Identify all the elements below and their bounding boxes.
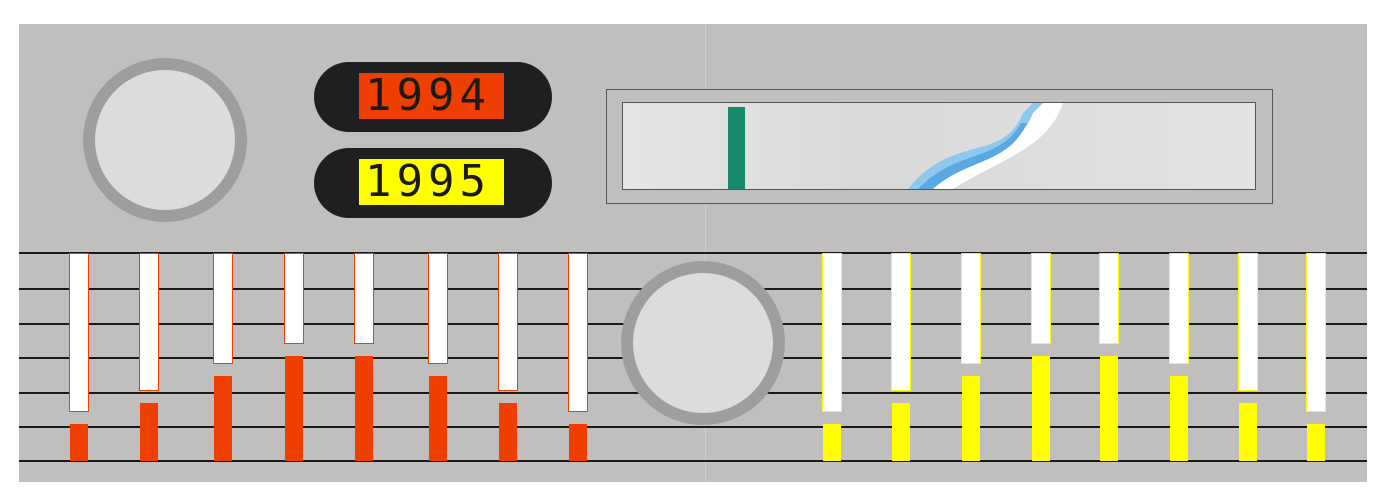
year-display-left: 1994 [314,62,552,132]
yellow-meter-track [961,253,981,364]
red-meter-level [355,356,373,461]
red-meter-track [69,253,89,412]
yellow-meter-2[interactable] [891,253,911,461]
yellow-meter-level [1307,424,1325,461]
red-meter-6[interactable] [428,253,448,461]
red-meter-level [429,376,447,461]
red-meter-track [568,253,588,412]
yellow-meter-track [822,253,842,412]
red-meter-level [285,356,303,461]
year-display-right: 1995 [314,148,552,218]
tuner-frame [606,89,1273,204]
yellow-meter-level [962,376,980,461]
red-meter-4[interactable] [284,253,304,461]
red-meter-track [284,253,304,344]
red-meter-track [354,253,374,344]
yellow-meter-3[interactable] [961,253,981,461]
yellow-screen: 1995 [359,156,504,207]
yellow-meter-5[interactable] [1099,253,1119,461]
red-meter-7[interactable] [498,253,518,461]
red-meter-2[interactable] [139,253,159,461]
red-meter-3[interactable] [213,253,233,461]
yellow-meter-track [1099,253,1119,344]
red-meter-track [498,253,518,391]
yellow-meter-4[interactable] [1031,253,1051,461]
yellow-meter-7[interactable] [1238,253,1258,461]
yellow-meter-8[interactable] [1306,253,1326,461]
yellow-meter-6[interactable] [1169,253,1189,461]
yellow-meter-1[interactable] [822,253,842,461]
yellow-meter-track [1238,253,1258,391]
yellow-meter-level [1170,376,1188,461]
tuner-swoosh [908,103,1063,189]
yellow-meter-level [1032,356,1050,461]
yellow-meter-track [1031,253,1051,344]
red-meter-level [70,424,88,461]
red-meter-level [214,376,232,461]
yellow-meter-track [891,253,911,391]
display-digits-1994: 1994 [365,70,491,121]
tuner-window [622,102,1256,190]
red-meter-level [499,403,517,461]
red-meter-5[interactable] [354,253,374,461]
tuner-needle[interactable] [728,107,745,189]
red-meter-track [428,253,448,364]
display-digits-1995: 1995 [365,156,491,207]
red-meter-level [569,424,587,461]
yellow-meter-level [823,424,841,461]
yellow-meter-track [1169,253,1189,364]
yellow-meter-level [1100,356,1118,461]
red-meter-level [140,403,158,461]
yellow-meter-level [892,403,910,461]
red-meter-1[interactable] [69,253,89,461]
red-meter-track [213,253,233,364]
yellow-meter-level [1239,403,1257,461]
red-meter-8[interactable] [568,253,588,461]
red-screen: 1994 [359,70,504,121]
device-panel: 1994 1995 [19,24,1367,482]
red-meter-track [139,253,159,391]
yellow-meter-track [1306,253,1326,412]
balance-knob[interactable] [621,261,785,425]
